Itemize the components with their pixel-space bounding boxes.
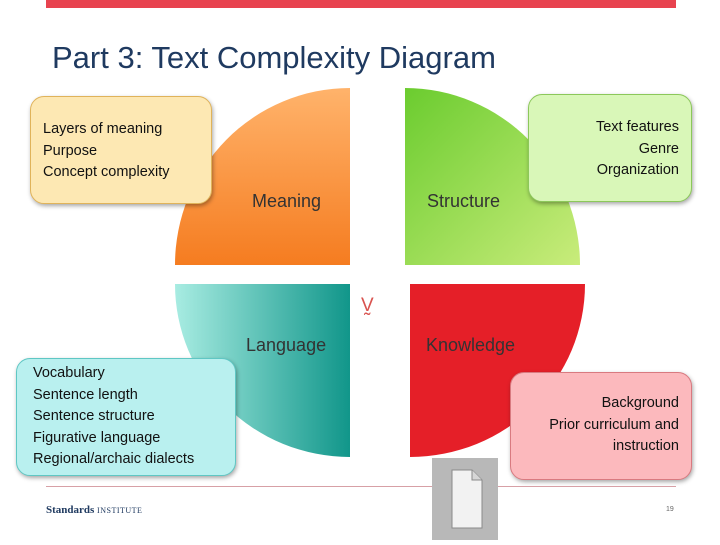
detail-line: Organization bbox=[596, 162, 679, 178]
top-accent-bar bbox=[46, 0, 676, 8]
language-label: Language bbox=[246, 335, 327, 355]
document-icon-graphic bbox=[451, 469, 483, 529]
detail-line: instruction bbox=[612, 438, 679, 454]
detail-line: Background bbox=[601, 395, 679, 411]
detail-line: Genre bbox=[638, 140, 679, 157]
meaning-label: Meaning bbox=[252, 191, 322, 211]
knowledge-details-box: Background Prior curriculum and instruct… bbox=[510, 372, 692, 480]
language-quadrant bbox=[175, 284, 350, 457]
knowledge-quadrant bbox=[410, 284, 585, 457]
detail-line: Prior curriculum and bbox=[549, 416, 679, 433]
detail-line: Vocabulary bbox=[33, 365, 105, 381]
detail-line: Figurative language bbox=[33, 429, 161, 446]
detail-line: Concept complexity bbox=[43, 164, 170, 180]
logo-wordmark: Standards bbox=[46, 504, 95, 516]
detail-line: Regional/archaic dialects bbox=[33, 451, 195, 467]
detail-line: Sentence length bbox=[33, 386, 138, 403]
structure-quadrant bbox=[405, 88, 580, 265]
language-details-box: Vocabulary Sentence length Sentence stru… bbox=[16, 358, 236, 476]
detail-line: Purpose bbox=[43, 142, 98, 159]
knowledge-label: Knowledge bbox=[426, 335, 516, 355]
document-icon[interactable] bbox=[432, 458, 498, 540]
detail-line: Sentence structure bbox=[33, 408, 155, 424]
structure-details-box: Text features Genre Organization bbox=[528, 94, 692, 202]
page-number: 19 bbox=[666, 506, 674, 513]
footer-divider bbox=[46, 486, 676, 487]
standards-institute-logo: Standards INSTITUTE bbox=[46, 504, 142, 516]
logo-subtitle: INSTITUTE bbox=[97, 506, 143, 515]
detail-line: Layers of meaning bbox=[43, 121, 163, 137]
structure-label: Structure bbox=[427, 191, 501, 211]
center-glyph: V̰ bbox=[361, 295, 374, 316]
meaning-details-box: Layers of meaning Purpose Concept comple… bbox=[30, 96, 212, 204]
detail-line: Text features bbox=[595, 119, 679, 135]
page-title: Part 3: Text Complexity Diagram bbox=[52, 40, 496, 75]
meaning-quadrant bbox=[175, 88, 350, 265]
